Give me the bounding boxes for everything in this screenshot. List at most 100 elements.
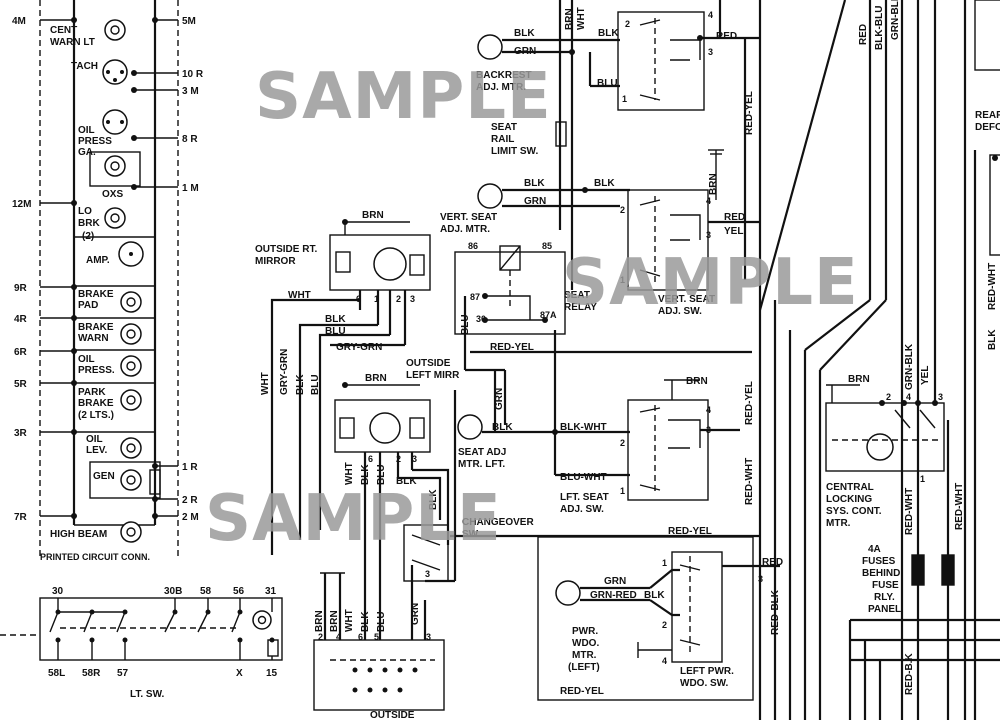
component-label: SEAT xyxy=(491,122,517,133)
wire-label: BLU xyxy=(310,374,321,395)
mirror-motor-icon xyxy=(373,247,407,281)
wire-label: RED-WHT xyxy=(987,263,998,310)
cluster-label: WARN LT xyxy=(50,37,95,48)
pin-label: 56 xyxy=(233,586,245,597)
component-label: MTR. xyxy=(826,518,851,529)
cluster-label: LO xyxy=(78,206,92,217)
pin-label: 2 R xyxy=(182,495,198,506)
pin-number: 2 xyxy=(662,620,667,630)
outside-right-mirror: BRN WHT BLK BLU GRY-GRN OUTSIDE RT. MIRR… xyxy=(255,210,431,555)
instrument-cluster: CENT WARN LT TACH OIL PRESS GA. OXS LO B… xyxy=(12,0,204,562)
lamp-icon xyxy=(120,291,142,313)
wire-label: BRN xyxy=(329,610,340,632)
left-seat-circuit: BLK BLK-WHT BLU-WHT BRN SEAT ADJ MTR. LF… xyxy=(450,370,760,538)
lamp-icon xyxy=(104,19,126,41)
pin-label: 3 M xyxy=(182,86,199,97)
motor-icon xyxy=(555,580,581,606)
pin-number: 3 xyxy=(708,47,713,57)
wire-label: BRN xyxy=(708,173,719,195)
tach-gauge-icon xyxy=(102,59,128,85)
wire-label: BRN xyxy=(686,376,708,387)
pin-number: 6 xyxy=(368,454,373,464)
motor-icon xyxy=(477,183,503,209)
watermark-text: SAMPLE xyxy=(205,482,502,556)
component-label: VERT. SEAT xyxy=(440,212,497,223)
pin-number: 85 xyxy=(542,241,552,251)
component-label: ADJ. SW. xyxy=(560,504,604,515)
cluster-label: PARK xyxy=(78,387,106,398)
pin-number: 3 xyxy=(426,632,431,642)
vertical-seat-circuit: BLK GRN BLK RED YEL VERT. SEAT ADJ. MTR.… xyxy=(440,149,760,317)
pin-label: 5R xyxy=(14,379,28,390)
pin-number: 1 xyxy=(620,486,625,496)
component-label: RELAY xyxy=(564,302,597,313)
component-label: MTR. LFT. xyxy=(458,459,505,470)
seat-relay: 86 85 87 30 87A SEAT RELAY RED-YEL xyxy=(454,241,752,475)
wire-label: BLU xyxy=(376,611,387,632)
pin-number: 3 xyxy=(425,569,430,579)
wire-label: RED-WHT xyxy=(744,458,755,505)
pin-number: 1 xyxy=(920,474,925,484)
wire-label: BLK xyxy=(514,28,535,39)
wire-label: RED xyxy=(762,557,783,568)
watermark-text: SAMPLE xyxy=(562,246,859,320)
component-label: DEFO xyxy=(975,122,1000,133)
right-harness: REAR DEFO xyxy=(758,0,1000,720)
wire-label: BLU xyxy=(460,314,471,335)
central-locking-motor: BRN CENTRAL LOCKING SYS. CONT. MTR. 2 4 … xyxy=(825,374,945,529)
component-label: VERT. SEAT xyxy=(658,294,715,305)
wire-label: BLK-BLU xyxy=(874,6,885,50)
pin-label: 31 xyxy=(265,586,277,597)
wire-label: BLU xyxy=(597,78,618,89)
pin-label: 58 xyxy=(200,586,212,597)
pin-number: 2 xyxy=(318,632,323,642)
wire-label: GRY-GRN xyxy=(336,342,382,353)
component-label: OUTSIDE xyxy=(370,710,415,720)
component-label: BEHIND xyxy=(862,568,900,579)
wire-label: RED-B.K xyxy=(904,653,915,695)
pin-label: 1 R xyxy=(182,462,198,473)
pin-label: 4R xyxy=(14,314,28,325)
wire-label: BRN xyxy=(848,374,870,385)
component-label: OUTSIDE xyxy=(406,358,451,369)
wire-label: BLU xyxy=(376,464,387,485)
wire-label: BLK xyxy=(360,611,371,632)
component-label: OUTSIDE RT. xyxy=(255,244,317,255)
pin-number: 4 xyxy=(708,10,713,20)
component-label: SW. xyxy=(462,529,481,540)
wire-label: WHT xyxy=(576,7,587,30)
pin-number: 87A xyxy=(540,310,557,320)
wire-label: RED-YEL xyxy=(668,526,712,537)
component-label: CENTRAL xyxy=(826,482,874,493)
pin-number: 2 xyxy=(620,438,625,448)
component-label: SEAT xyxy=(564,290,590,301)
component-label: ADJ. MTR. xyxy=(440,224,490,235)
cluster-label: GEN xyxy=(93,471,115,482)
pin-label: 30B xyxy=(164,586,182,597)
cluster-label: GA. xyxy=(78,147,96,158)
pin-label: 12M xyxy=(12,199,31,210)
fuse-icon xyxy=(941,554,955,586)
wire-label: BLK xyxy=(428,489,439,510)
pin-number: 2 xyxy=(396,294,401,304)
pin-number: 3 xyxy=(706,230,711,240)
pin-label: 58R xyxy=(82,668,101,679)
wire-label: GRY-GRN xyxy=(279,349,290,395)
pin-label: 8 R xyxy=(182,134,198,145)
watermark: SAMPLE SAMPLE SAMPLE xyxy=(205,60,859,556)
wire-label: WHT xyxy=(288,290,311,301)
component-label: ADJ. MTR. xyxy=(476,82,526,93)
switch-title: LT. SW. xyxy=(130,689,164,700)
wire-label: RED-YEL xyxy=(490,342,534,353)
cluster-label: PAD xyxy=(78,300,98,311)
wire-label: RED-YEL xyxy=(744,91,755,135)
pin-label: 2 M xyxy=(182,512,199,523)
cluster-label: PRESS. xyxy=(78,365,115,376)
component-label: LOCKING xyxy=(826,494,872,505)
wire-label: BRN xyxy=(365,373,387,384)
pin-number: 3 xyxy=(938,392,943,402)
wire-label: BRN xyxy=(314,610,325,632)
component-label: MTR. xyxy=(572,650,597,661)
wire-label: YEL xyxy=(920,366,931,385)
